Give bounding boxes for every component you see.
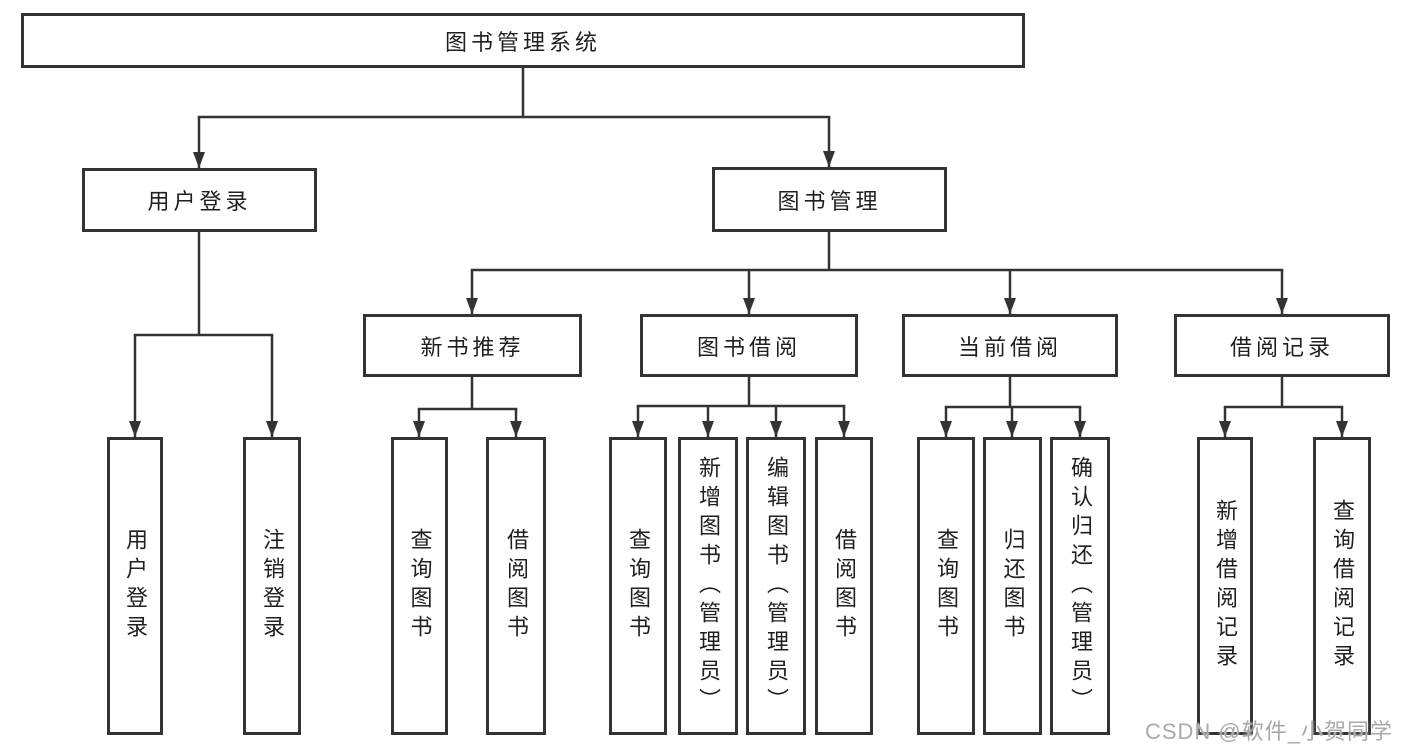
node-current-borrowing: 当前借阅 <box>902 314 1118 377</box>
leaf-borrowing-query-books: 查询图书 <box>609 437 667 735</box>
leaf-current-confirm-return-admin: 确认归还（管理员） <box>1050 437 1110 735</box>
leaf-borrowing-add-books-admin: 新增图书（管理员） <box>678 437 738 735</box>
node-book-management: 图书管理 <box>712 167 947 232</box>
leaf-current-query-books: 查询图书 <box>917 437 975 735</box>
leaf-logout: 注销登录 <box>243 437 301 735</box>
node-new-book-recommend: 新书推荐 <box>363 314 582 377</box>
leaf-records-query-borrow-record: 查询借阅记录 <box>1313 437 1371 735</box>
node-book-borrowing: 图书借阅 <box>640 314 858 377</box>
leaf-records-add-borrow-record: 新增借阅记录 <box>1197 437 1253 735</box>
leaf-borrowing-borrow-books: 借阅图书 <box>815 437 873 735</box>
csdn-watermark: CSDN @软件_小贺同学 <box>1144 719 1393 744</box>
node-user-login: 用户登录 <box>82 168 317 232</box>
connector-trunk-lines <box>133 66 1344 411</box>
connector-arrows <box>129 117 1348 437</box>
leaf-user-login: 用户登录 <box>107 437 163 735</box>
leaf-recommend-borrow-books: 借阅图书 <box>486 437 546 735</box>
node-borrowing-records: 借阅记录 <box>1174 314 1390 377</box>
leaf-current-return-books: 归还图书 <box>983 437 1042 735</box>
leaf-recommend-query-books: 查询图书 <box>391 437 448 735</box>
node-library-management-system: 图书管理系统 <box>21 13 1025 68</box>
leaf-borrowing-edit-books-admin: 编辑图书（管理员） <box>746 437 806 735</box>
